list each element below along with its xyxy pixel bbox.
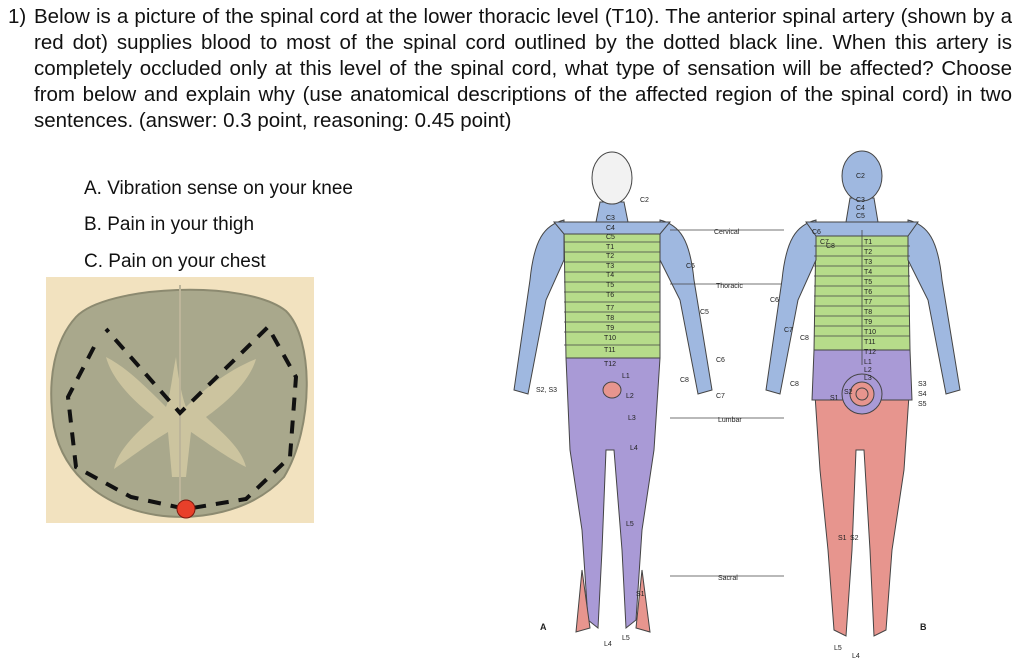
svg-text:C4: C4 <box>856 205 865 212</box>
svg-text:T3: T3 <box>864 259 872 266</box>
svg-text:C2: C2 <box>640 197 649 204</box>
svg-text:C8: C8 <box>680 377 689 384</box>
svg-text:C5: C5 <box>700 309 709 316</box>
back-body-figure: C2 C3 C4 C5 T1 T2 T3 T4 T5 T6 T7 T8 T9 T… <box>765 150 961 660</box>
svg-text:C3: C3 <box>606 215 615 222</box>
svg-text:S2, S3: S2, S3 <box>536 387 557 394</box>
svg-text:T4: T4 <box>606 272 614 279</box>
svg-text:T12: T12 <box>604 361 616 368</box>
svg-text:C8: C8 <box>826 243 835 250</box>
svg-text:Cervical: Cervical <box>714 229 740 236</box>
svg-text:L5: L5 <box>626 521 634 528</box>
svg-text:T10: T10 <box>604 335 616 342</box>
svg-text:T8: T8 <box>606 315 614 322</box>
svg-text:S2: S2 <box>850 535 859 542</box>
svg-text:T3: T3 <box>606 263 614 270</box>
svg-text:T1: T1 <box>864 239 872 246</box>
anterior-spinal-artery-dot <box>176 499 196 519</box>
option-b: B. Pain in your thigh <box>84 214 255 235</box>
svg-text:T5: T5 <box>864 279 872 286</box>
svg-text:B: B <box>920 622 927 632</box>
svg-text:T9: T9 <box>606 325 614 332</box>
svg-text:T7: T7 <box>864 299 872 306</box>
svg-text:C2: C2 <box>856 173 865 180</box>
svg-text:T11: T11 <box>864 339 876 346</box>
option-a: A. Vibration sense on your knee <box>84 178 353 199</box>
svg-text:C8: C8 <box>790 381 799 388</box>
svg-text:C5: C5 <box>856 213 865 220</box>
svg-text:L5: L5 <box>834 645 842 652</box>
svg-text:L1: L1 <box>622 373 630 380</box>
svg-text:L3: L3 <box>628 415 636 422</box>
svg-text:S4: S4 <box>918 391 927 398</box>
svg-text:Lumbar: Lumbar <box>718 417 742 424</box>
question-text: Below is a picture of the spinal cord at… <box>34 5 1012 132</box>
svg-text:S1: S1 <box>838 535 847 542</box>
region-labels: Cervical Thoracic Lumbar Sacral <box>670 229 784 582</box>
spinal-cord-section-image <box>46 277 314 523</box>
svg-text:L5: L5 <box>622 635 630 642</box>
svg-text:C6: C6 <box>716 357 725 364</box>
svg-text:L1: L1 <box>864 359 872 366</box>
svg-text:T10: T10 <box>864 329 876 336</box>
front-body-figure: C3 C4 C5 T1 T2 T3 T4 T5 T6 T7 T8 T9 T10 … <box>513 151 725 648</box>
svg-text:Sacral: Sacral <box>718 575 738 582</box>
svg-text:L4: L4 <box>852 653 860 660</box>
svg-text:S2: S2 <box>844 389 853 396</box>
svg-text:T2: T2 <box>864 249 872 256</box>
svg-text:C4: C4 <box>606 225 615 232</box>
svg-text:T5: T5 <box>606 282 614 289</box>
svg-text:C8: C8 <box>800 335 809 342</box>
svg-text:T8: T8 <box>864 309 872 316</box>
svg-text:L2: L2 <box>626 393 634 400</box>
svg-text:L4: L4 <box>604 641 612 648</box>
dermatome-map-image: C3 C4 C5 T1 T2 T3 T4 T5 T6 T7 T8 T9 T10 … <box>513 150 961 660</box>
svg-text:S1: S1 <box>830 395 839 402</box>
svg-text:Thoracic: Thoracic <box>716 283 743 290</box>
svg-text:T6: T6 <box>606 292 614 299</box>
svg-text:L4: L4 <box>630 445 638 452</box>
svg-text:C7: C7 <box>784 327 793 334</box>
svg-text:C5: C5 <box>606 234 615 241</box>
svg-text:A: A <box>540 622 547 632</box>
svg-text:C6: C6 <box>770 297 779 304</box>
svg-text:T9: T9 <box>864 319 872 326</box>
svg-text:T2: T2 <box>606 253 614 260</box>
svg-text:S3: S3 <box>918 381 927 388</box>
svg-text:T7: T7 <box>606 305 614 312</box>
svg-text:T4: T4 <box>864 269 872 276</box>
svg-text:C7: C7 <box>820 239 829 246</box>
svg-text:L3: L3 <box>864 375 872 382</box>
svg-text:T12: T12 <box>864 349 876 356</box>
question-number: 1) <box>8 5 27 28</box>
svg-text:T1: T1 <box>606 244 614 251</box>
svg-text:C3: C3 <box>856 197 865 204</box>
svg-text:L2: L2 <box>864 367 872 374</box>
svg-text:C7: C7 <box>716 393 725 400</box>
svg-text:C6: C6 <box>812 229 821 236</box>
svg-text:T11: T11 <box>604 347 616 354</box>
svg-text:C6: C6 <box>686 263 695 270</box>
svg-text:S5: S5 <box>918 401 927 408</box>
option-c: C. Pain on your chest <box>84 251 266 272</box>
question: 1) Below is a picture of the spinal cord… <box>8 4 1012 134</box>
svg-text:S1: S1 <box>636 591 645 598</box>
svg-text:T6: T6 <box>864 289 872 296</box>
